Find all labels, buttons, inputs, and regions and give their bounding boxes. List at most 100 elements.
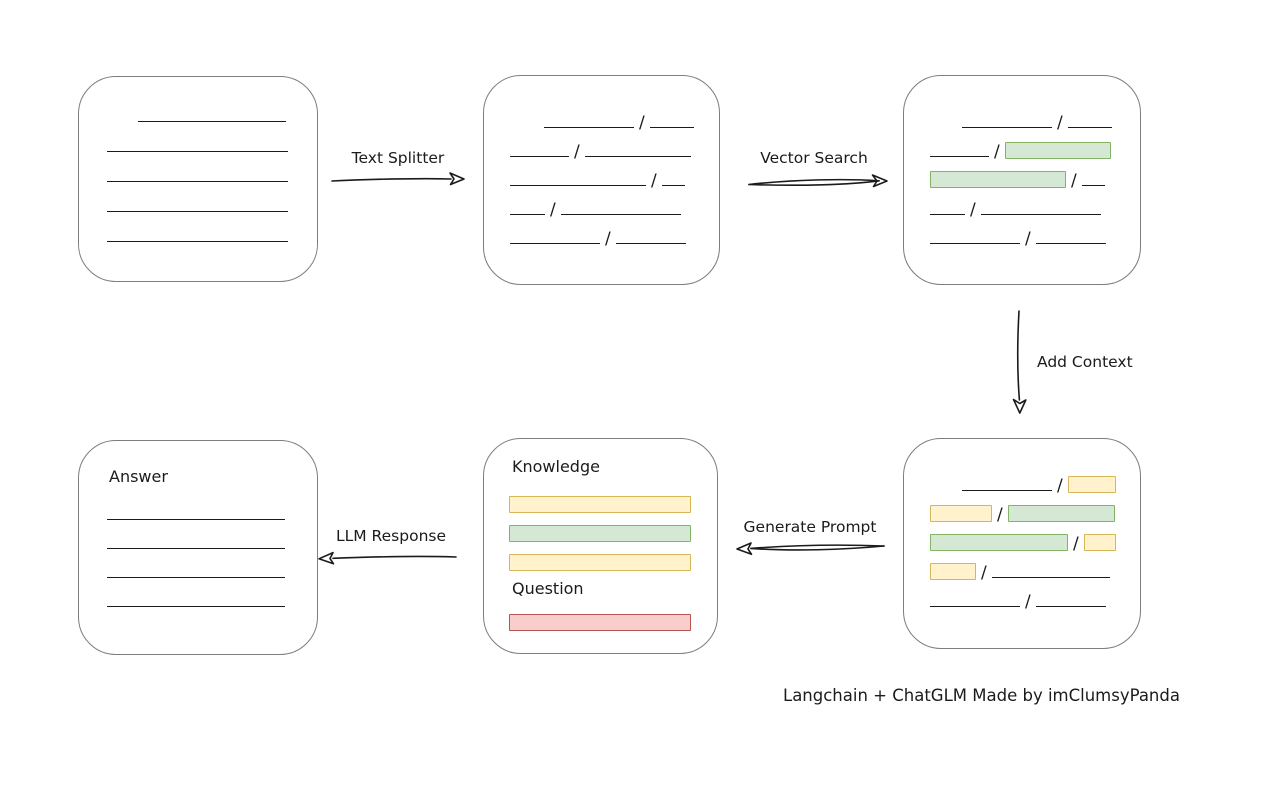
slash-separator: / bbox=[1025, 592, 1031, 612]
text-line-segment bbox=[930, 214, 965, 215]
document-line bbox=[107, 152, 288, 182]
chunk-row: / bbox=[930, 520, 1124, 554]
vector-search-result-node: / / / / / bbox=[903, 75, 1141, 285]
added-context-node: / / / / / bbox=[903, 438, 1141, 649]
slash-separator: / bbox=[1073, 534, 1079, 554]
slash-separator: / bbox=[574, 142, 580, 162]
prompt-node: Knowledge Question bbox=[483, 438, 718, 654]
chunk-row: / bbox=[930, 157, 1124, 191]
answer-lines bbox=[107, 491, 291, 607]
yellow-bar bbox=[509, 554, 691, 571]
text-splitter-arrow bbox=[331, 172, 465, 186]
document-node bbox=[78, 76, 318, 282]
chunk-row: / bbox=[930, 186, 1124, 220]
attribution-text: Langchain + ChatGLM Made by imClumsyPand… bbox=[783, 686, 1180, 705]
llm-response-label: LLM Response bbox=[335, 527, 446, 545]
slash-separator: / bbox=[981, 563, 987, 583]
chunk-row: / bbox=[930, 215, 1124, 249]
chunk-row: / bbox=[930, 549, 1124, 583]
answer-label: Answer bbox=[109, 467, 168, 486]
answer-node: Answer bbox=[78, 440, 318, 655]
text-line-segment bbox=[930, 606, 1020, 607]
yellow-highlight-chunk bbox=[930, 505, 992, 522]
text-line-segment bbox=[584, 156, 691, 157]
chunk-row: / bbox=[510, 215, 703, 249]
document-line bbox=[107, 212, 288, 242]
chunk-rows: / / / / / bbox=[930, 99, 1124, 249]
text-line-segment bbox=[962, 127, 1052, 128]
document-line bbox=[107, 122, 288, 152]
green-highlight-chunk bbox=[930, 534, 1068, 551]
knowledge-bars bbox=[509, 496, 691, 571]
split-chunks-node: / / / / / bbox=[483, 75, 720, 285]
green-highlight-chunk bbox=[1007, 505, 1115, 522]
slash-separator: / bbox=[639, 113, 645, 133]
text-splitter-label: Text Splitter bbox=[351, 149, 445, 167]
green-bar bbox=[509, 525, 691, 542]
chunk-row: / bbox=[510, 99, 703, 133]
chunk-rows: / / / / / bbox=[930, 462, 1124, 612]
document-lines bbox=[107, 92, 291, 242]
text-line-segment bbox=[661, 185, 685, 186]
chunk-row: / bbox=[510, 186, 703, 220]
green-highlight-chunk bbox=[1004, 142, 1111, 159]
chunk-rows: / / / / / bbox=[510, 99, 703, 249]
chunk-row: / bbox=[930, 462, 1124, 496]
chunk-row: / bbox=[930, 99, 1124, 133]
text-line-segment bbox=[930, 156, 989, 157]
slash-separator: / bbox=[970, 200, 976, 220]
question-label: Question bbox=[512, 579, 584, 598]
generate-prompt-arrow bbox=[736, 542, 885, 556]
vector-search-arrow bbox=[748, 174, 888, 188]
add-context-arrow bbox=[1012, 310, 1027, 414]
text-line-segment bbox=[1081, 185, 1105, 186]
yellow-highlight-chunk bbox=[930, 563, 976, 580]
text-line-segment bbox=[649, 127, 694, 128]
llm-response-arrow bbox=[318, 551, 457, 565]
text-line-segment bbox=[560, 214, 681, 215]
slash-separator: / bbox=[997, 505, 1003, 525]
document-line bbox=[107, 578, 285, 607]
red-bar bbox=[509, 614, 691, 631]
text-line-segment bbox=[1035, 606, 1106, 607]
slash-separator: / bbox=[1071, 171, 1077, 191]
yellow-highlight-chunk bbox=[1083, 534, 1116, 551]
yellow-bar bbox=[509, 496, 691, 513]
document-line bbox=[107, 549, 285, 578]
slash-separator: / bbox=[994, 142, 1000, 162]
chunk-row: / bbox=[930, 578, 1124, 612]
vector-search-label: Vector Search bbox=[760, 149, 868, 167]
text-line-segment bbox=[962, 490, 1052, 491]
chunk-row: / bbox=[930, 491, 1124, 525]
text-line-segment bbox=[1035, 243, 1106, 244]
document-line bbox=[138, 92, 286, 122]
slash-separator: / bbox=[605, 229, 611, 249]
green-highlight-chunk bbox=[930, 171, 1066, 188]
slash-separator: / bbox=[1057, 113, 1063, 133]
yellow-highlight-chunk bbox=[1067, 476, 1116, 493]
document-line bbox=[107, 182, 288, 212]
document-line bbox=[107, 520, 285, 549]
text-line-segment bbox=[510, 185, 646, 186]
text-line-segment bbox=[544, 127, 634, 128]
text-line-segment bbox=[510, 243, 600, 244]
generate-prompt-label: Generate Prompt bbox=[743, 518, 877, 536]
slash-separator: / bbox=[1057, 476, 1063, 496]
chunk-row: / bbox=[510, 128, 703, 162]
slash-separator: / bbox=[1025, 229, 1031, 249]
slash-separator: / bbox=[550, 200, 556, 220]
text-line-segment bbox=[930, 243, 1020, 244]
text-line-segment bbox=[510, 156, 569, 157]
knowledge-label: Knowledge bbox=[512, 457, 600, 476]
add-context-label: Add Context bbox=[1037, 353, 1133, 371]
question-bars bbox=[509, 614, 691, 631]
text-line-segment bbox=[991, 577, 1110, 578]
slash-separator: / bbox=[651, 171, 657, 191]
chunk-row: / bbox=[510, 157, 703, 191]
text-line-segment bbox=[1067, 127, 1112, 128]
text-line-segment bbox=[615, 243, 686, 244]
chunk-row: / bbox=[930, 128, 1124, 162]
text-line-segment bbox=[510, 214, 545, 215]
document-line bbox=[107, 491, 285, 520]
